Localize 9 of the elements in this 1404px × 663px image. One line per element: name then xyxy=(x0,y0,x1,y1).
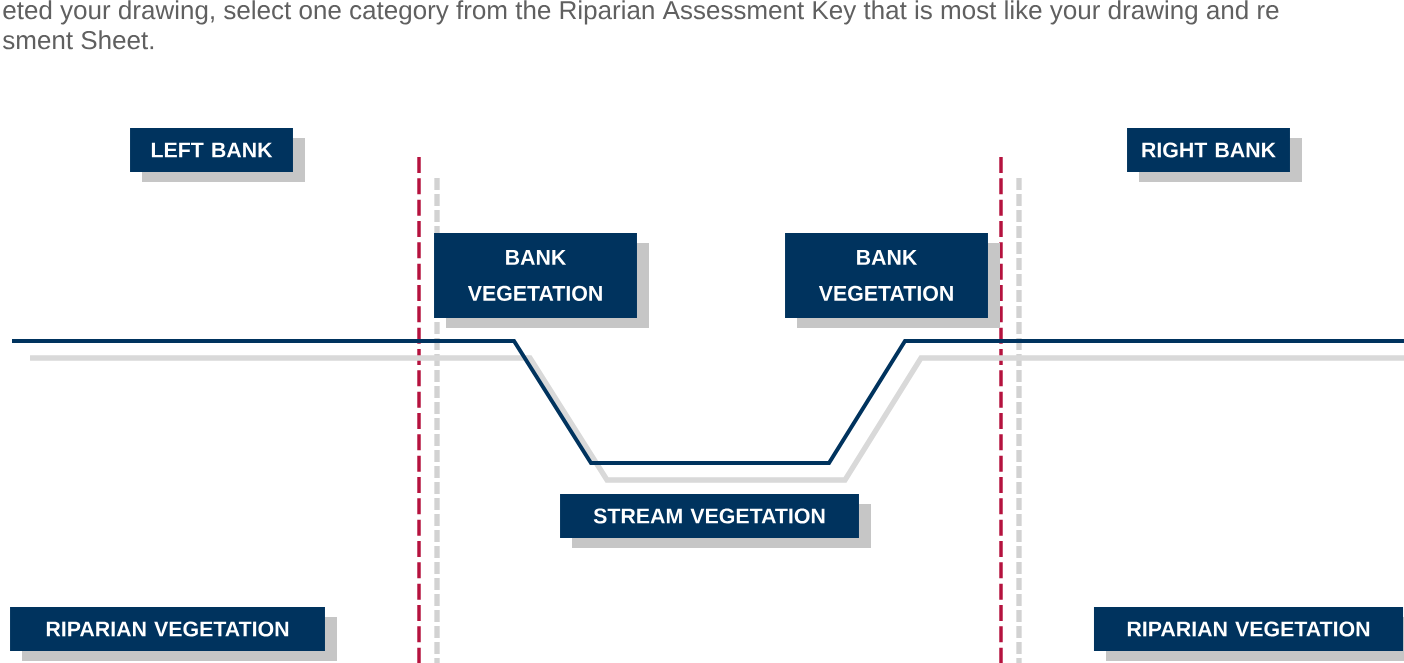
label-box: BANK VEGETATION xyxy=(785,232,1000,328)
body-text: eted your drawing, select one category from the Riparian Assessment Key that is most like your drawing and re xyxy=(3,0,1279,25)
label-box: RIPARIAN VEGETATION xyxy=(10,607,337,661)
body-text: sment Sheet. xyxy=(3,30,154,50)
label-box: BANK VEGETATION xyxy=(434,232,649,328)
label-box: RIPARIAN VEGETATION xyxy=(1093,607,1404,661)
label-box: STREAM VEGETATION xyxy=(560,494,871,548)
label-box: RIGHT BANK xyxy=(1127,128,1302,182)
label-box: LEFT BANK xyxy=(130,128,305,182)
